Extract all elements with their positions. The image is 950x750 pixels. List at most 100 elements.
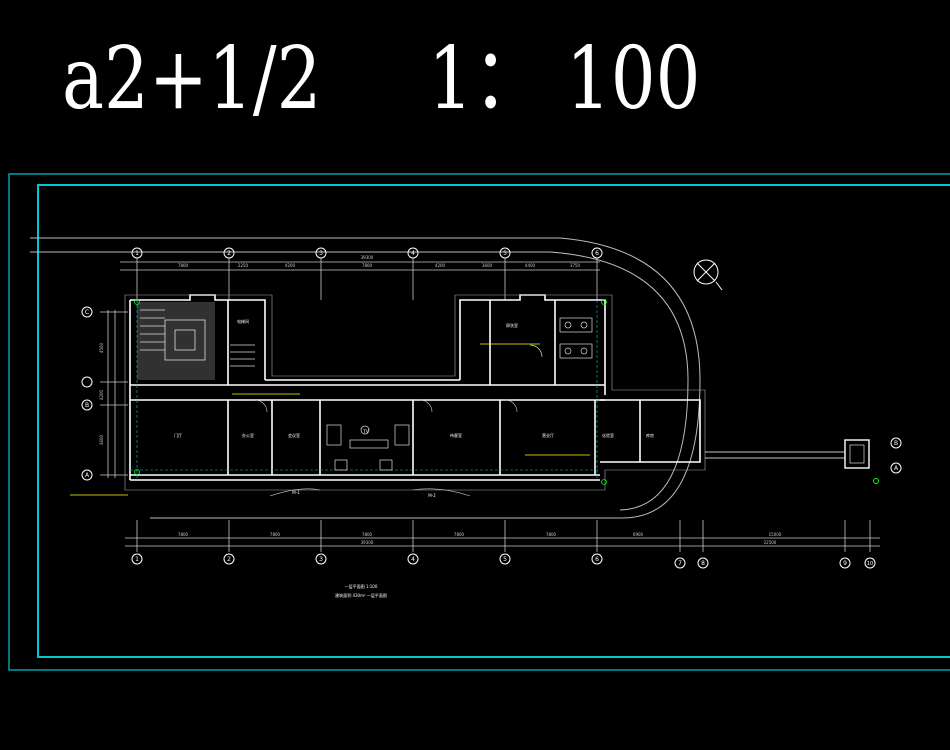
axis-bubble-right-b [890, 437, 902, 449]
axis-label-bottom-5: 5 [503, 556, 507, 563]
structural-grid [130, 300, 600, 480]
axis-bubble-bottom-5 [499, 553, 511, 565]
plan-subtitle: 建筑面积:430m² 一层平面图 [335, 592, 387, 598]
dim-bottom-2: 7800 [270, 532, 281, 537]
axis-label-bottom-2: 2 [227, 556, 231, 563]
room-label-reception: 待客室 [450, 432, 462, 438]
walkway-connector [705, 439, 870, 469]
axis-bubble-bottom-9 [839, 557, 851, 569]
axis-bubble-bottom-4 [407, 553, 419, 565]
furniture-set [326, 424, 410, 471]
plan-title-block: 一层平面图 1:100 建筑面积:430m² 一层平面图 [335, 583, 387, 598]
dim-bottom-overall: 39300 [361, 540, 374, 545]
dim-bottom-8: 15000 [769, 532, 782, 537]
dim-bottom-5: 7800 [546, 532, 557, 537]
axis-label-top-2: 2 [227, 250, 231, 257]
dim-top-1: 7800 [178, 263, 189, 268]
axis-label-bottom-7: 7 [678, 560, 682, 567]
room-label-lobby: 门厅 [174, 432, 182, 438]
axis-label-top-4: 4 [411, 250, 415, 257]
axis-bubble-bottom-7 [674, 557, 686, 569]
dim-top-8: 3750 [570, 263, 581, 268]
axis-bubble-bottom-2 [223, 553, 235, 565]
bottom-dimension-chain [125, 520, 880, 552]
axis-bubble-bottom-10 [864, 557, 876, 569]
yellow-annotations [70, 343, 590, 496]
axis-bubble-1 [131, 247, 143, 259]
top-dimension-chain [120, 258, 600, 300]
room-label-service-hall: 营业厅 [542, 432, 554, 438]
building-walls [129, 294, 701, 481]
north-arrow-icon [693, 259, 723, 291]
axis-bubble-4 [407, 247, 419, 259]
room-label-lab: 化验室 [602, 432, 614, 438]
guard-booth [844, 439, 870, 469]
sheet-inner-frame [37, 184, 950, 658]
room-label-meeting: 会议室 [288, 432, 300, 438]
dim-left-3: 3600 [99, 434, 104, 445]
axis-label-right-b: B [894, 440, 898, 447]
door-tag-right: M-2 [428, 493, 436, 498]
axis-bubble-bottom-8 [697, 557, 709, 569]
axis-label-top-1: 1 [135, 250, 139, 257]
axis-bubble-bottom-6 [591, 553, 603, 565]
dim-top-6: 3600 [482, 263, 493, 268]
room-label-wash: 卵洗室 [506, 322, 518, 328]
survey-marker [873, 478, 879, 484]
right-axis-labels: B A [894, 440, 899, 472]
axis-label-left-a: A [85, 472, 90, 479]
stair-core-hatch [137, 302, 215, 380]
axis-label-bottom-6: 6 [595, 556, 599, 563]
dim-top-5: 4200 [435, 263, 446, 268]
room-label-elevator: 电梯间 [237, 318, 249, 324]
dim-bottom-1: 7800 [178, 532, 189, 537]
axis-bubble-bottom-3 [315, 553, 327, 565]
axis-label-bottom-1: 1 [135, 556, 139, 563]
axis-label-bottom-4: 4 [411, 556, 415, 563]
column-markers [134, 299, 607, 485]
dim-top-3: 4200 [285, 263, 296, 268]
axis-label-top-6: 6 [595, 250, 599, 257]
left-axis-bubbles [81, 306, 93, 481]
left-dimension-texts: 4500 4200 3600 [99, 342, 104, 445]
dim-top-4: 7800 [362, 263, 373, 268]
axis-bubble-b-upper [81, 376, 93, 388]
room-labels: 门厅 办公室 会议室 TV 待客室 营业厅 化验室 库房 卵洗室 电梯间 [174, 318, 654, 438]
dim-top-2: 2250 [238, 263, 249, 268]
axis-bubble-bottom-1 [131, 553, 143, 565]
site-boundary [30, 237, 701, 519]
axis-label-left-c: C [85, 309, 89, 316]
axis-label-bottom-10: 10 [867, 561, 873, 567]
room-label-tv: TV [362, 429, 368, 434]
axis-label-left-b: B [85, 402, 89, 409]
bottom-dimension-texts: 7800 7800 7800 7800 7800 6900 22500 1500… [178, 532, 782, 545]
dim-left-2: 4200 [99, 389, 104, 400]
door-tag-left: M-1 [292, 490, 300, 495]
bottom-axis-bubbles [131, 553, 876, 569]
axis-label-bottom-3: 3 [319, 556, 323, 563]
door-tags: M-1 M-2 [292, 490, 436, 498]
axis-bubble-6 [591, 247, 603, 259]
axis-bubble-3 [315, 247, 327, 259]
door-swings [254, 399, 518, 497]
dim-top-overall: 39300 [361, 255, 374, 260]
dim-bottom-7: 22500 [764, 540, 777, 545]
axis-bubble-2 [223, 247, 235, 259]
axis-label-bottom-9: 9 [843, 560, 847, 567]
plan-title: 一层平面图 1:100 [345, 583, 378, 589]
axis-bubble-c [81, 306, 93, 318]
axis-bubble-right-a [890, 462, 902, 474]
scale-label: 1： 100 [428, 29, 701, 129]
dim-bottom-3: 7800 [362, 532, 373, 537]
right-axis-bubbles [890, 437, 902, 474]
dim-top-7: 4400 [525, 263, 536, 268]
top-axis-labels: 1 2 3 4 5 6 [135, 250, 599, 257]
stair-core-lines [140, 309, 255, 367]
left-dimension-chain [100, 310, 128, 478]
axis-label-bottom-8: 8 [701, 560, 705, 567]
top-axis-bubbles [131, 247, 603, 259]
room-label-office: 办公室 [242, 432, 254, 438]
sheet-label: a2+1/2 [62, 29, 322, 129]
